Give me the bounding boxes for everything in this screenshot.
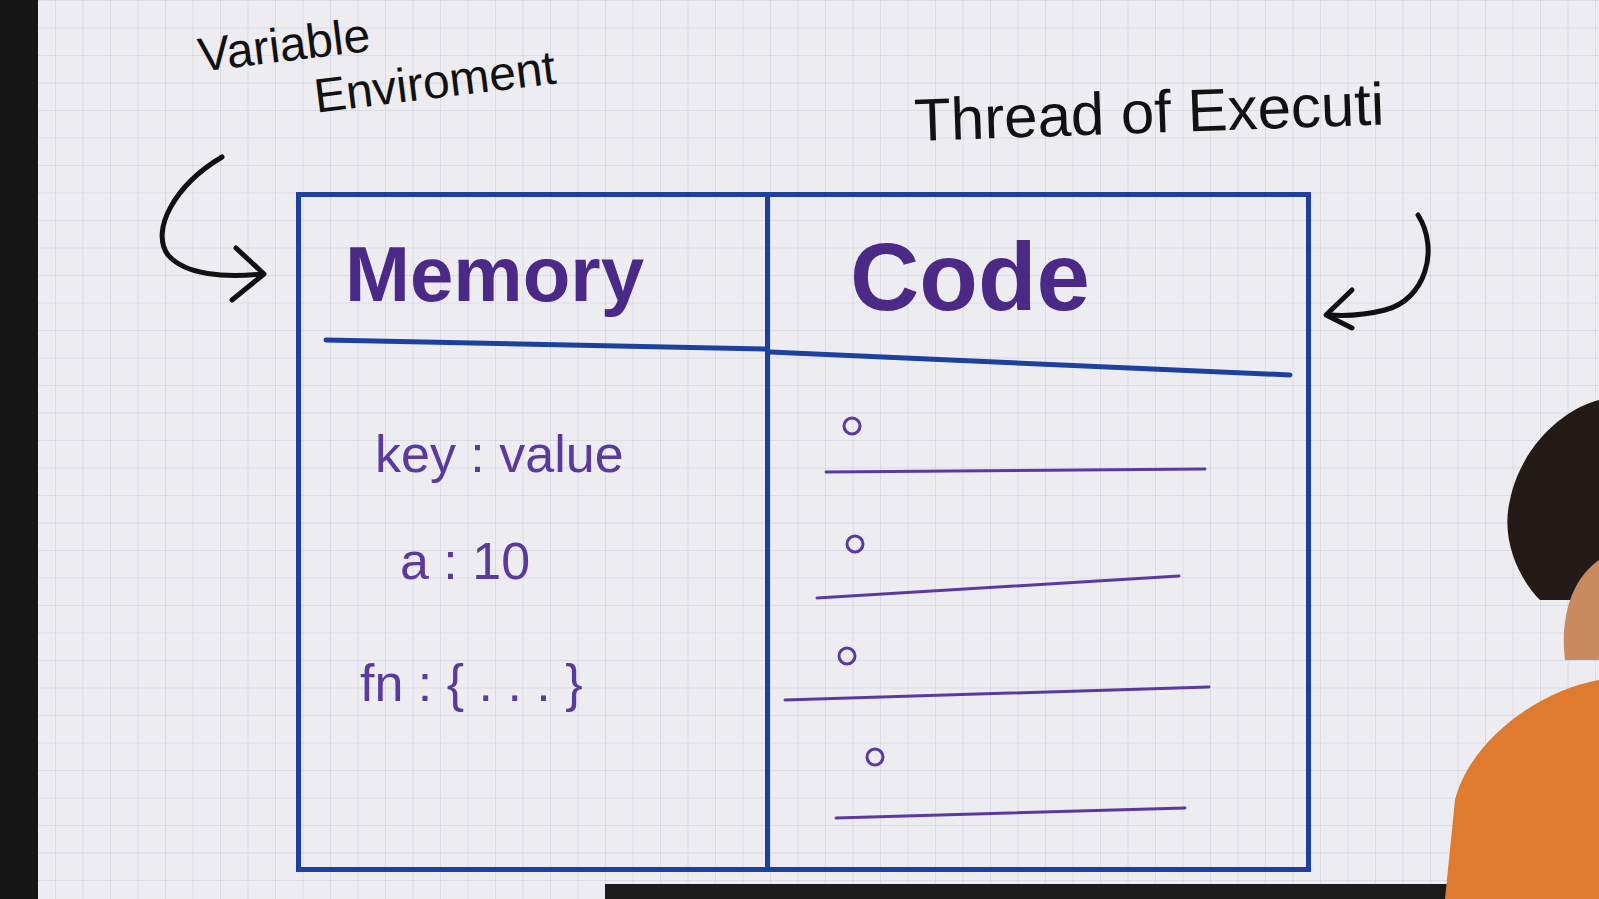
code-bullet xyxy=(847,536,863,552)
memory-column: Memory key : value a : 10 fn : { . . . } xyxy=(296,192,765,872)
code-line xyxy=(836,808,1185,818)
annotation: Thread of Executi xyxy=(913,70,1385,155)
code-column: Code xyxy=(765,192,1311,872)
column-heading: Code xyxy=(850,219,1090,334)
code-bullet xyxy=(844,418,860,434)
header-rule xyxy=(326,340,765,349)
screen-edge xyxy=(0,0,38,899)
memory-entry: fn : { . . . } xyxy=(360,652,583,714)
code-line xyxy=(826,469,1205,472)
memory-entry: a : 10 xyxy=(400,530,530,592)
arrow-head xyxy=(232,248,264,300)
presenter-face xyxy=(1564,560,1599,660)
presenter-hair xyxy=(1507,400,1599,600)
code-bullet xyxy=(839,648,855,664)
column-heading: Memory xyxy=(345,228,644,322)
code-line xyxy=(785,687,1209,700)
annotation: Variable Enviroment xyxy=(195,0,615,138)
presenter-shirt xyxy=(1445,680,1599,899)
header-rule xyxy=(770,352,1290,375)
code-bullet xyxy=(867,749,883,765)
arrow-head xyxy=(1326,290,1352,328)
subtitle-bar xyxy=(605,884,1500,899)
memory-entry: key : value xyxy=(375,423,624,485)
code-line xyxy=(817,576,1179,598)
